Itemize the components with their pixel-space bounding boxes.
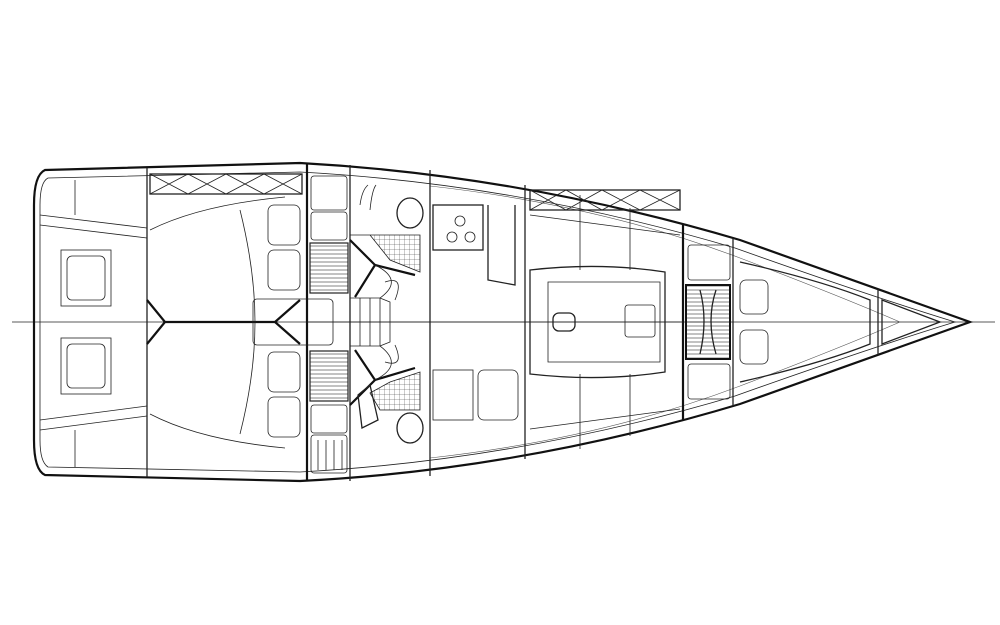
- forepeak-berth: [739, 261, 942, 383]
- heads-compartments: [309, 175, 424, 474]
- forward-hatch: [685, 244, 731, 400]
- hull-inner-line: [39, 171, 957, 473]
- galley: [432, 204, 519, 421]
- aft-cabin-berths: [146, 173, 334, 449]
- stern-lockers: [39, 180, 148, 467]
- saloon: [529, 189, 681, 449]
- deck-line: [429, 185, 901, 459]
- door-swings: [374, 264, 392, 381]
- hull-outline: [32, 161, 974, 483]
